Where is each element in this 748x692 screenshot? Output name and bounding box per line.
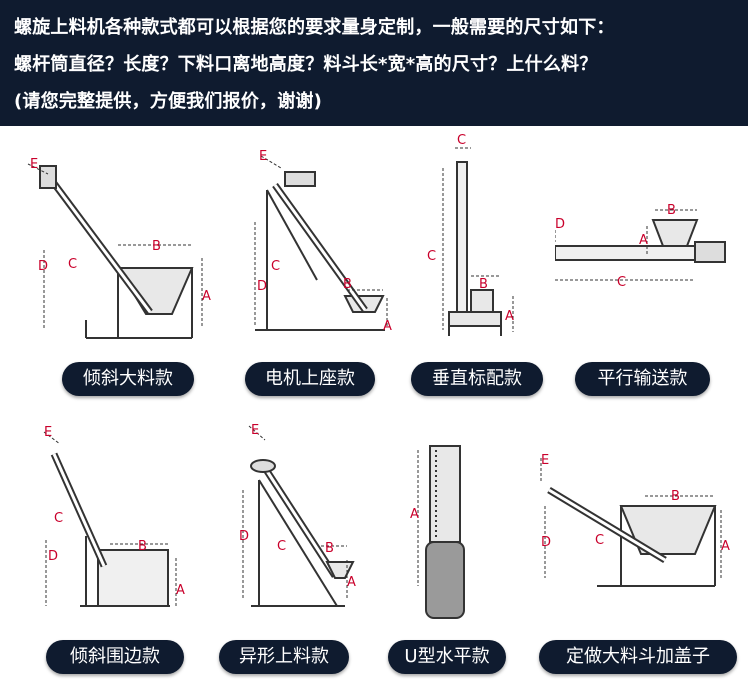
header-line-2: 螺杆筒直径？长度？下料口离地高度？料斗长*宽*高的尺寸？上什么料？ <box>14 54 598 75</box>
model-label: 平行输送款 <box>575 362 710 396</box>
dim-label: B <box>138 539 147 554</box>
dim-label: A <box>176 583 185 598</box>
model-label: 定做大料斗加盖子 <box>539 640 737 674</box>
diagram-custom-hopper-lid: E B D C A <box>540 453 730 587</box>
dim-label: B <box>152 239 161 254</box>
dim-label: E <box>541 453 549 468</box>
header-line-3: (请您完整提供，方便我们报价，谢谢) <box>14 91 323 112</box>
dim-label: D <box>555 217 565 232</box>
dim-label: B <box>479 277 488 292</box>
dim-label: A <box>202 289 211 304</box>
model-label: 垂直标配款 <box>411 362 543 396</box>
model-card-horizontal: D B A C 平行输送款 <box>555 130 748 400</box>
dim-label: C <box>457 133 466 148</box>
dim-label: A <box>639 233 648 248</box>
dim-label: C <box>277 539 286 554</box>
diagram-horizontal: D B A C <box>555 203 726 290</box>
dim-label: D <box>541 535 551 550</box>
dim-label: E <box>30 157 38 172</box>
model-card-custom-hopper-lid: E B D C A 定做大料斗加盖子 <box>515 410 748 692</box>
header-banner: 螺旋上料机各种款式都可以根据您的要求量身定制，一般需要的尺寸如下： 螺杆筒直径？… <box>0 0 748 126</box>
model-label: U型水平款 <box>388 640 506 674</box>
header-line-1: 螺旋上料机各种款式都可以根据您的要求量身定制，一般需要的尺寸如下： <box>14 17 615 38</box>
dim-label: D <box>38 259 48 274</box>
diagram-incline-large: E D C B A <box>27 157 211 339</box>
dim-label: C <box>68 257 77 272</box>
model-card-incline-large: E D C B A 倾斜大料款 <box>0 130 215 400</box>
dim-label: A <box>383 319 392 334</box>
model-label: 电机上座款 <box>245 362 375 396</box>
model-card-u-horizontal: A U型水平款 <box>380 410 515 692</box>
model-card-motor-top: E D C B A 电机上座款 <box>215 130 405 400</box>
dim-label: D <box>48 549 58 564</box>
diagram-u-horizontal: A <box>410 445 465 619</box>
model-label: 倾斜大料款 <box>62 362 194 396</box>
diagram-special-shape: E D C B A <box>239 423 356 607</box>
dim-label: A <box>347 575 356 590</box>
dim-label: B <box>667 203 676 218</box>
model-card-incline-walled: E C D B A 倾斜围边款 <box>0 410 215 692</box>
model-label: 异形上料款 <box>219 640 349 674</box>
dim-label: E <box>44 425 52 440</box>
dim-label: A <box>410 507 419 522</box>
dim-label: C <box>595 533 604 548</box>
dim-label: D <box>239 529 249 544</box>
dim-label: C <box>271 259 280 274</box>
dim-label: C <box>54 511 63 526</box>
dim-label: E <box>259 149 267 164</box>
dim-label: B <box>325 541 334 556</box>
model-card-special-shape: E D C B A 异形上料款 <box>215 410 380 692</box>
diagram-vertical: C C B A <box>427 133 514 336</box>
dim-label: A <box>505 309 514 324</box>
model-label: 倾斜围边款 <box>46 640 184 674</box>
dim-label: C <box>427 249 436 264</box>
dim-label: A <box>721 539 730 554</box>
dim-label: B <box>343 277 352 292</box>
dim-label: D <box>257 279 267 294</box>
diagram-motor-top: E D C B A <box>254 149 392 334</box>
model-card-vertical: C C B A 垂直标配款 <box>405 130 555 400</box>
diagram-incline-walled: E C D B A <box>43 425 185 607</box>
dim-label: B <box>671 489 680 504</box>
dim-label: C <box>617 275 626 290</box>
dim-label: E <box>251 423 259 438</box>
